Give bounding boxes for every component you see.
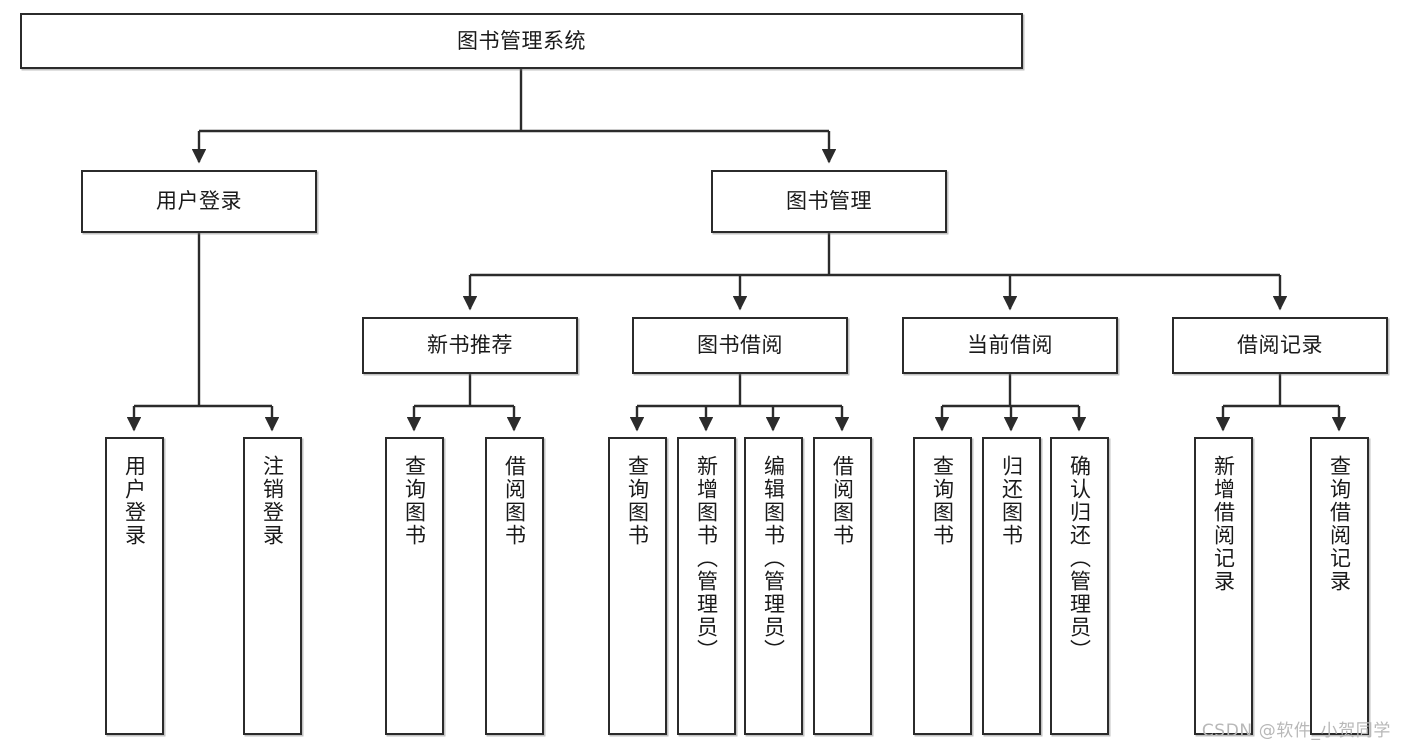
leaf-query-borrow-record[interactable]: 查询借阅记录: [1310, 437, 1369, 735]
leaf-query-book-borrow-label: 查询图书: [625, 455, 650, 547]
node-new-book-recommend[interactable]: 新书推荐: [362, 317, 578, 374]
leaf-user-login-label: 用户登录: [122, 455, 147, 547]
leaf-logout-label: 注销登录: [260, 455, 285, 547]
leaf-edit-book-admin-label: 编辑图书（管理员）: [761, 455, 786, 662]
node-root-label: 图书管理系统: [457, 28, 586, 53]
node-book-management-label: 图书管理: [786, 189, 872, 214]
leaf-query-book-borrow[interactable]: 查询图书: [608, 437, 667, 735]
leaf-add-book-admin-label: 新增图书（管理员）: [694, 455, 719, 662]
node-user-login[interactable]: 用户登录: [81, 170, 317, 233]
node-book-management[interactable]: 图书管理: [711, 170, 947, 233]
leaf-return-book-label: 归还图书: [999, 455, 1024, 547]
node-root[interactable]: 图书管理系统: [20, 13, 1023, 69]
node-book-borrow[interactable]: 图书借阅: [632, 317, 848, 374]
node-current-borrow-label: 当前借阅: [967, 333, 1053, 358]
watermark: CSDN @软件_小贺同学: [1201, 721, 1391, 741]
leaf-borrow-book-recommend[interactable]: 借阅图书: [485, 437, 544, 735]
leaf-logout[interactable]: 注销登录: [243, 437, 302, 735]
leaf-user-login[interactable]: 用户登录: [105, 437, 164, 735]
leaf-query-book-current[interactable]: 查询图书: [913, 437, 972, 735]
node-borrow-record-label: 借阅记录: [1237, 333, 1323, 358]
leaf-borrow-book-borrow[interactable]: 借阅图书: [813, 437, 872, 735]
leaf-borrow-book-borrow-label: 借阅图书: [830, 455, 855, 547]
leaf-return-book[interactable]: 归还图书: [982, 437, 1041, 735]
leaf-query-book-recommend-label: 查询图书: [402, 455, 427, 547]
leaf-query-book-current-label: 查询图书: [930, 455, 955, 547]
leaf-add-borrow-record-label: 新增借阅记录: [1211, 455, 1236, 593]
node-book-borrow-label: 图书借阅: [697, 333, 783, 358]
leaf-query-borrow-record-label: 查询借阅记录: [1327, 455, 1352, 593]
node-current-borrow[interactable]: 当前借阅: [902, 317, 1118, 374]
node-new-book-recommend-label: 新书推荐: [427, 333, 513, 358]
leaf-confirm-return-admin[interactable]: 确认归还（管理员）: [1050, 437, 1109, 735]
node-user-login-label: 用户登录: [156, 189, 242, 214]
leaf-borrow-book-recommend-label: 借阅图书: [502, 455, 527, 547]
leaf-edit-book-admin[interactable]: 编辑图书（管理员）: [744, 437, 803, 735]
node-borrow-record[interactable]: 借阅记录: [1172, 317, 1388, 374]
leaf-query-book-recommend[interactable]: 查询图书: [385, 437, 444, 735]
leaf-add-borrow-record[interactable]: 新增借阅记录: [1194, 437, 1253, 735]
leaf-confirm-return-admin-label: 确认归还（管理员）: [1067, 455, 1092, 662]
leaf-add-book-admin[interactable]: 新增图书（管理员）: [677, 437, 736, 735]
